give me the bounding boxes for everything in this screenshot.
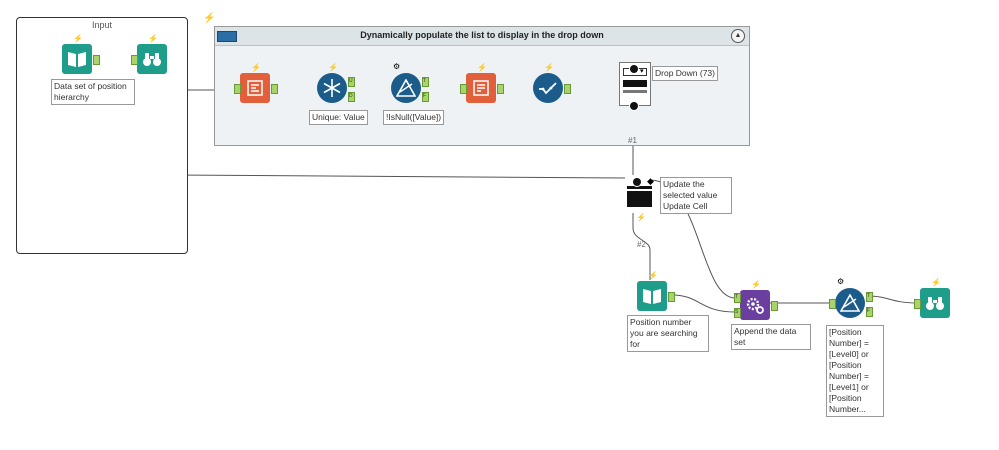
browse-tool-2[interactable]: ⚡ [914,279,950,318]
input-anchor[interactable] [914,299,921,309]
lightning-icon: ⚡ [251,63,261,72]
lightning-icon: ⚡ [648,271,658,280]
input-anchor[interactable] [829,299,836,309]
record-select-icon [466,73,496,103]
binoculars-icon [137,44,167,74]
source-anchor-tag: S [735,309,739,315]
lightning-icon: ⚡ [751,280,761,289]
true-anchor-tag: T [423,78,427,84]
connection-label-2: #2 [637,240,646,249]
output-anchor[interactable] [771,301,778,311]
filter-label: !IsNull([Value]) [383,110,445,125]
collapse-button[interactable]: ▲ [731,29,745,43]
dropdown-list-row [623,90,647,93]
false-output-anchor[interactable] [866,307,873,317]
filter-tool-2[interactable]: ⚙ T F [829,278,873,318]
target-anchor-tag: T [735,294,739,300]
browse-tool[interactable]: ⚡ [131,35,167,74]
input-anchor[interactable] [460,84,467,94]
gears-icon [740,290,770,320]
container-icon [217,31,237,42]
clapboard-icon [627,191,652,207]
checkmark-icon [533,73,563,103]
output-anchor[interactable] [93,55,100,65]
lightning-icon: ⚡ [148,34,158,43]
book-icon [62,44,92,74]
input-data-label: Data set of position hierarchy [51,79,135,105]
settings-badge-icon: ⚙ [393,62,401,71]
filter-triangle-icon [391,73,421,103]
append-label: Append the data set [731,324,811,350]
output-anchor[interactable] [564,84,571,94]
select-records-tool[interactable]: ⚡ [460,64,504,103]
binoculars-icon [920,288,950,318]
diamond-icon: ◆ [647,176,654,186]
lightning-icon: ⚡ [477,63,487,72]
action-anchor[interactable] [632,177,642,187]
lightning-icon: ⚡ [544,63,554,72]
action-label: Update the selected value Update Cell [660,177,732,214]
filter-tool[interactable]: ⚙ T F [391,63,429,103]
sample-tool[interactable]: ⚡ [533,64,571,103]
unique-output-anchor[interactable] [348,77,355,87]
false-anchor-tag: F [867,308,871,314]
lightning-icon: ⚡ [328,63,338,72]
duplicate-anchor-tag: D [349,93,353,99]
true-anchor-tag: T [867,293,871,299]
input-container-title: Input [91,20,113,30]
append-fields-tool[interactable]: ⚡ T S [734,281,778,320]
container-header[interactable]: Dynamically populate the list to display… [215,27,749,46]
action-tool[interactable]: ◆ [627,176,654,210]
select-tool[interactable]: ⚡ [234,64,278,103]
pin-icon[interactable]: ⚡ [203,13,216,24]
clapboard-top [627,186,652,189]
dropdown-label: Drop Down (73) [652,66,718,81]
false-output-anchor[interactable] [422,92,429,102]
text-input-label: Position number you are searching for [627,315,709,352]
connection-label-1: #1 [628,136,637,145]
false-anchor-tag: F [423,93,427,99]
unique-label: Unique: Value [309,110,368,125]
unique-tool[interactable]: ⚡ U D [317,64,355,103]
lightning-icon: ⚡ [931,278,941,287]
input-anchor[interactable] [131,55,138,65]
chevron-down-icon: ▾ [640,68,644,75]
output-anchor[interactable] [271,84,278,94]
duplicate-output-anchor[interactable] [348,92,355,102]
input-anchor[interactable] [234,84,241,94]
true-output-anchor[interactable] [422,77,429,87]
question-anchor-top[interactable] [629,64,639,74]
dropdown-list-icon [623,80,647,87]
target-input-anchor[interactable] [734,293,741,303]
select-icon [240,73,270,103]
output-anchor[interactable] [668,292,675,302]
snowflake-icon [317,73,347,103]
settings-badge-icon: ⚙ [837,277,845,286]
output-anchor[interactable] [497,84,504,94]
input-data-tool[interactable]: ⚡ [62,35,100,74]
text-input-tool[interactable]: ⚡ [637,272,675,311]
filter-triangle-icon [835,288,865,318]
source-input-anchor[interactable] [734,308,741,318]
lightning-icon: ⚡ [73,34,83,43]
container-title: Dynamically populate the list to display… [360,30,604,40]
book-icon [637,281,667,311]
question-anchor-bottom[interactable] [629,101,639,111]
lightning-icon: ⚡ [636,213,646,222]
filter2-label: [Position Number] = [Level0] or [Positio… [826,325,884,417]
unique-anchor-tag: U [349,78,353,84]
true-output-anchor[interactable] [866,292,873,302]
